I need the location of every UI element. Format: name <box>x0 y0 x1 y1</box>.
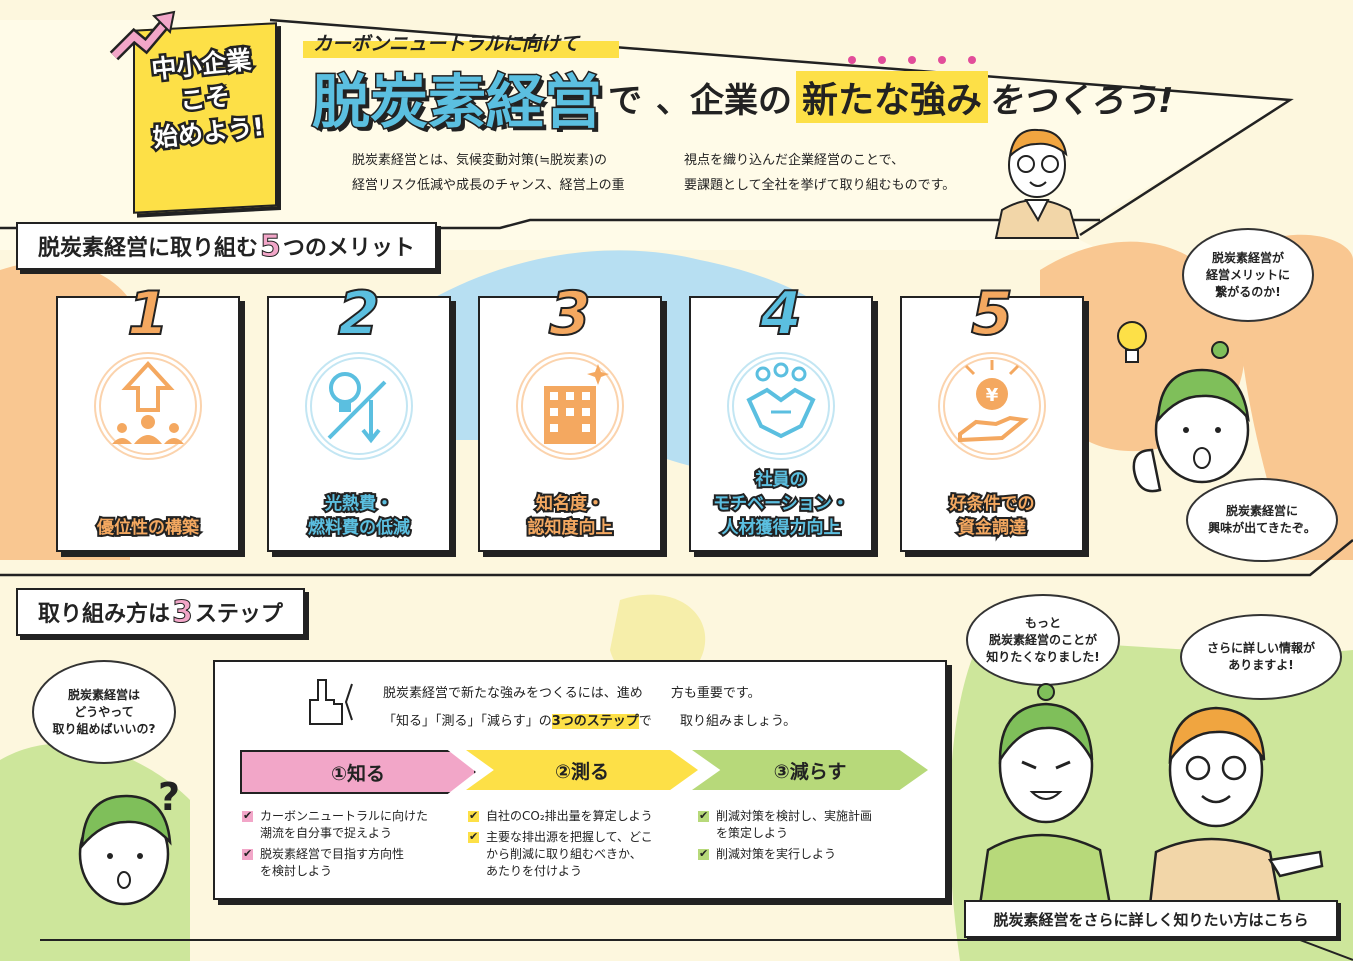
check-item: 削減対策を検討し、実施計画 を策定しよう <box>698 807 924 842</box>
intro-line2-right: 取り組みましょう。 <box>679 714 797 729</box>
svg-text:?: ? <box>158 775 180 819</box>
svg-text:¥: ¥ <box>986 385 999 406</box>
confused-man-illustration: ? <box>78 775 180 906</box>
check-text: 削減対策を実行しよう <box>716 847 837 861</box>
check-item: 脱炭素経営で目指す方向性 を検討しよう <box>242 845 462 880</box>
more-info-link-text: 脱炭素経営をさらに詳しく知りたい方はこちら <box>993 910 1309 929</box>
merits-section-title: 脱炭素経営に取り組む 5 つのメリット <box>16 222 437 270</box>
merit-label: 光熱費・ 燃料費の低減 <box>306 492 412 540</box>
step-know: ①知る <box>240 750 476 794</box>
check-item: 自社のCO₂排出量を算定しよう <box>468 807 690 825</box>
yen-coin-hand-icon: ¥ <box>958 360 1029 443</box>
step-reduce-checklist: 削減対策を検討し、実施計画 を策定しよう 削減対策を実行しよう <box>698 807 924 867</box>
intro-line1-left: 脱炭素経営で新たな強みをつくるには、進め <box>383 686 643 701</box>
step-label: ①知る <box>330 762 386 785</box>
step-know-checklist: カーボンニュートラルに向けた 潮流を自分事で捉えよう 脱炭素経営で目指す方向性 … <box>242 807 462 884</box>
title-mid: 、企業の <box>656 80 793 121</box>
checkbox-icon <box>698 845 709 862</box>
description-left: 脱炭素経営とは、気候変動対策(≒脱炭素)の 経営リスク低減や成長のチャンス、経営… <box>352 153 625 193</box>
intro-line1-right: 方も重要です。 <box>670 686 761 701</box>
icon-ring <box>938 352 1046 460</box>
steps-title-num: 3 <box>172 594 194 630</box>
two-men-illustration <box>978 683 1324 905</box>
icon-ring <box>727 352 835 460</box>
merit-label: 知名度・ 認知度向上 <box>526 492 615 540</box>
steps-title-pre: 取り組み方は <box>38 602 171 627</box>
description-right: 視点を織り込んだ企業経営のことで、 要課題として全社を挙げて取り組むものです。 <box>684 153 956 193</box>
checkbox-icon <box>698 807 709 824</box>
merit-number: 3 <box>548 279 592 349</box>
check-text: 自社のCO₂排出量を算定しよう <box>486 809 653 823</box>
step-measure-checklist: 自社のCO₂排出量を算定しよう 主要な排出源を把握して、どこ から削減に取り組む… <box>468 807 690 884</box>
presenter-man-illustration <box>994 128 1080 239</box>
tagline: カーボンニュートラルに向けて <box>303 30 620 58</box>
check-text: 削減対策を検討し、実施計画 を策定しよう <box>716 809 873 840</box>
merit-number: 2 <box>337 279 381 349</box>
building-sparkle-icon <box>544 364 609 444</box>
merit-number: 5 <box>970 279 1014 349</box>
step-measure: ②測る <box>466 750 698 790</box>
more-info-link[interactable]: 脱炭素経営をさらに詳しく知りたい方はこちら <box>964 900 1338 938</box>
check-item: 削減対策を実行しよう <box>698 845 924 863</box>
check-item: カーボンニュートラルに向けた 潮流を自分事で捉えよう <box>242 807 462 842</box>
checkbox-icon <box>242 845 253 862</box>
page-title: 脱炭素経営 で 、企業の 新たな強み をつくろう! <box>310 62 1232 138</box>
merit-card-1: 1 優位性の構築 <box>56 283 240 552</box>
merit-label: 優位性の構築 <box>95 516 201 540</box>
check-text: 脱炭素経営で目指す方向性 を検討しよう <box>260 847 405 878</box>
intro-line2-highlight: 3つのステップ <box>551 714 639 729</box>
merits-title-pre: 脱炭素経営に取り組む <box>38 236 259 261</box>
speech-bubble-merit-question: 脱炭素経営が 経営メリットに 繋がるのか! <box>1182 228 1314 322</box>
merit-number: 1 <box>126 279 170 349</box>
icon-ring <box>94 352 202 460</box>
intro-line2-b: で <box>638 714 652 729</box>
merits-title-num: 5 <box>260 228 282 264</box>
lightbulb-icon <box>1117 321 1147 363</box>
merit-card-4: 4 社員の モチベーション・ 人材獲得力向上 <box>689 283 873 552</box>
step-label: ②測る <box>554 760 610 783</box>
title-end: をつくろう! <box>988 80 1174 121</box>
speech-bubble-more-info: さらに詳しい情報が ありますよ! <box>1180 614 1342 700</box>
steps-section-title: 取り組み方は 3 ステップ <box>16 588 305 636</box>
step-label: ③減らす <box>773 760 847 783</box>
emphasis-dots <box>848 56 976 64</box>
check-text: 主要な排出源を把握して、どこ から削減に取り組むべきか、 あたりを付けよう <box>486 830 653 878</box>
title-de: で <box>608 80 643 121</box>
finger-point-up-icon <box>309 679 353 725</box>
checkbox-icon <box>242 807 253 824</box>
checkbox-icon <box>468 828 479 845</box>
banner-text: 中小企業 こそ 始めよう! <box>128 41 282 157</box>
speech-bubble-steps-question: 脱炭素経営は どうやって 取り組めばいいの? <box>32 660 176 764</box>
speech-bubble-merit-interest: 脱炭素経営に 興味が出てきたぞ。 <box>1186 478 1338 562</box>
merit-card-5: 5 ¥ 好条件での 資金調達 <box>900 283 1084 552</box>
intro-line2-a: 「知る」「測る」「減らす」の <box>383 714 552 729</box>
rising-arrow-people-icon <box>112 361 184 444</box>
checkbox-icon <box>468 807 479 824</box>
thinking-man-illustration <box>1132 341 1250 493</box>
tagline-text: カーボンニュートラルに向けて <box>313 33 580 55</box>
handshake-people-icon <box>746 362 816 439</box>
merit-label: 好条件での 資金調達 <box>948 492 1037 540</box>
merit-label: 社員の モチベーション・ 人材獲得力向上 <box>711 468 851 540</box>
steps-title-post: ステップ <box>194 602 283 627</box>
icon-ring <box>305 352 413 460</box>
lightbulb-down-arrow-icon <box>327 372 387 444</box>
step-reduce: ③減らす <box>692 750 928 790</box>
merits-title-post: つのメリット <box>282 236 415 261</box>
speech-bubble-want-more: もっと 脱炭素経営のことが 知りたくなりました! <box>966 594 1120 686</box>
merit-number: 4 <box>759 279 803 349</box>
check-item: 主要な排出源を把握して、どこ から削減に取り組むべきか、 あたりを付けよう <box>468 828 690 880</box>
steps-intro: 脱炭素経営で新たな強みをつくるには、進め 方も重要です。 「知る」「測る」「減ら… <box>383 680 833 736</box>
merit-card-2: 2 光熱費・ 燃料費の低減 <box>267 283 451 552</box>
check-text: カーボンニュートラルに向けた 潮流を自分事で捉えよう <box>260 809 429 840</box>
title-main: 脱炭素経営 <box>310 67 603 138</box>
icon-ring <box>516 352 624 460</box>
rising-arrow-icon <box>109 10 176 61</box>
title-highlight: 新たな強み <box>796 71 989 123</box>
merit-card-3: 3 知名度・ 認知度向上 <box>478 283 662 552</box>
